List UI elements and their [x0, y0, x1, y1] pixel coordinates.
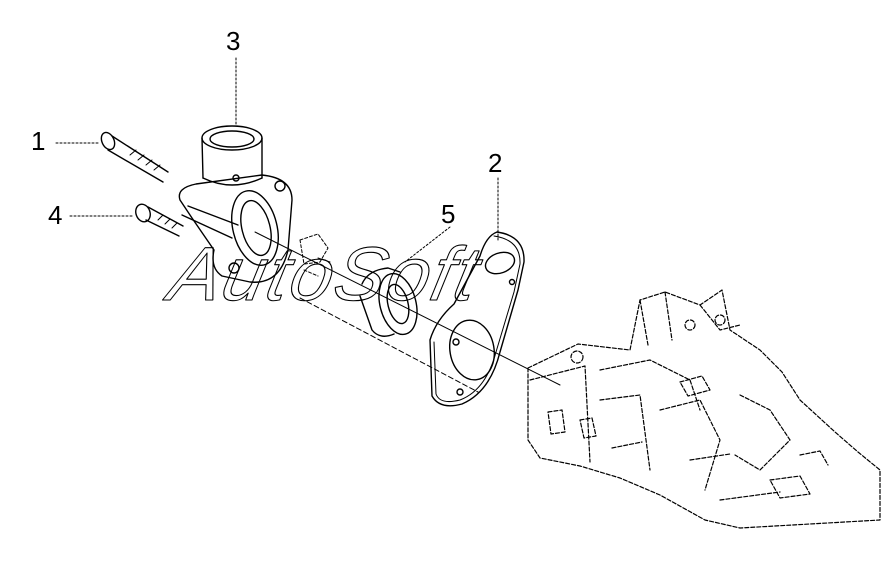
- engine-block: [527, 289, 881, 529]
- outlet-housing-part-3: [178, 125, 293, 283]
- leader-lines: [55, 57, 499, 263]
- callout-part-1: 1: [31, 126, 46, 156]
- watermark-group: AutoSoft: [158, 231, 490, 317]
- callout-part-4: 4: [48, 200, 63, 230]
- long-bolt-part-1: [100, 131, 169, 183]
- callout-part-3: 3: [226, 26, 241, 56]
- gasket-plate-part-2: [429, 231, 525, 407]
- watermark: AutoSoft: [159, 232, 490, 317]
- small-fitting: [299, 233, 331, 277]
- short-bolt-part-4: [135, 203, 184, 237]
- assembly-axis: [254, 231, 561, 393]
- callout-part-2: 2: [488, 148, 503, 178]
- callout-part-5: 5: [441, 199, 456, 229]
- seal-ring-part-5: [359, 267, 418, 337]
